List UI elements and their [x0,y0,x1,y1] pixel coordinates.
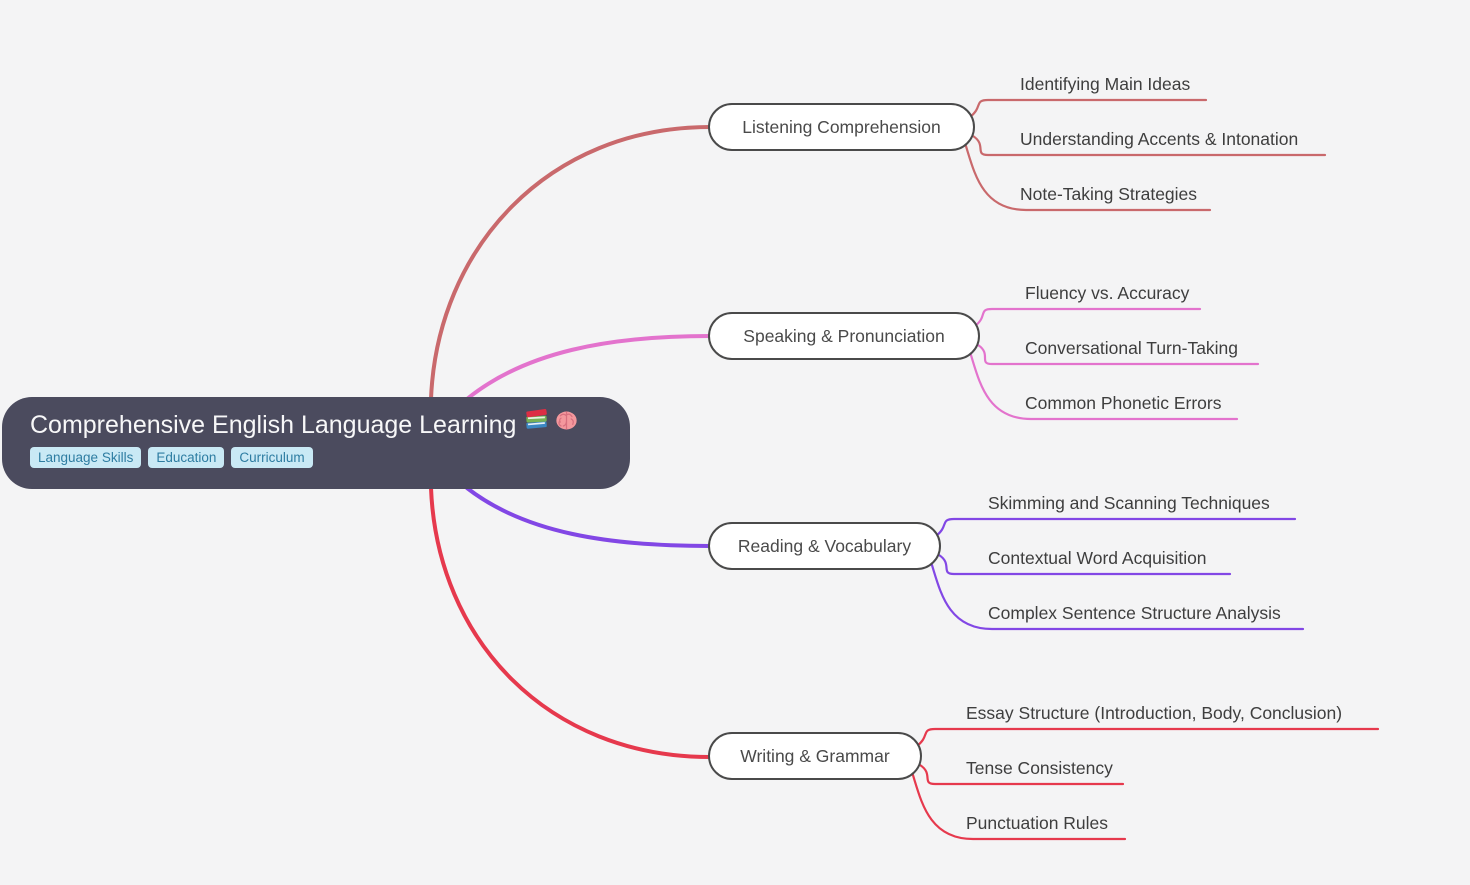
branch-node-listening-comprehension[interactable]: Listening Comprehension [708,103,975,151]
child-link-turn-taking [976,343,1260,366]
tag-education: Education [148,447,225,468]
child-link-tense-consistency [918,763,1125,786]
child-link-skimming-scanning [934,517,1297,538]
child-link-essay-structure [915,727,1380,748]
root-title: Comprehensive English Language Learning [30,406,602,443]
child-link-contextual-word [937,553,1232,576]
child-topic-punctuation-rules[interactable]: Punctuation Rules [966,813,1109,833]
child-link-understanding-accents [971,134,1327,157]
child-topic-contextual-word[interactable]: Contextual Word Acquisition [988,548,1207,568]
root-node[interactable]: Comprehensive English Language Learning [2,397,630,489]
child-link-note-taking [963,141,1212,212]
tag-language-skills: Language Skills [30,447,142,468]
child-link-complex-sentence [929,560,1305,631]
child-topic-note-taking[interactable]: Note-Taking Strategies [1020,184,1198,204]
root-tags: Language Skills Education Curriculum [30,447,602,468]
root-title-text: Comprehensive English Language Learning [30,410,517,439]
child-link-phonetic-errors [968,350,1239,421]
child-topic-fluency-accuracy[interactable]: Fluency vs. Accuracy [1025,283,1190,303]
branch-curve-listening [429,125,712,401]
child-topic-turn-taking[interactable]: Conversational Turn-Taking [1025,338,1239,358]
branch-label: Reading & Vocabulary [737,535,912,556]
child-link-fluency-accuracy [973,307,1202,328]
child-topic-identifying-main-ideas[interactable]: Identifying Main Ideas [1020,74,1191,94]
child-link-punctuation-rules [910,770,1127,841]
branch-label: Speaking & Pronunciation [743,325,945,346]
child-topic-skimming-scanning[interactable]: Skimming and Scanning Techniques [988,493,1270,513]
branch-curve-writing [429,486,712,759]
branch-node-writing-grammar[interactable]: Writing & Grammar [708,732,922,780]
books-icon [523,406,550,443]
tag-curriculum: Curriculum [231,447,313,468]
child-topic-understanding-accents[interactable]: Understanding Accents & Intonation [1020,129,1299,149]
branch-curve-reading [465,486,712,548]
branch-node-speaking-pronunciation[interactable]: Speaking & Pronunciation [708,312,980,360]
root-title-icons [523,406,579,443]
branch-curve-speaking [465,334,712,401]
child-topic-complex-sentence[interactable]: Complex Sentence Structure Analysis [988,603,1281,623]
child-topic-phonetic-errors[interactable]: Common Phonetic Errors [1025,393,1222,413]
branch-node-reading-vocabulary[interactable]: Reading & Vocabulary [708,522,941,570]
branch-label: Listening Comprehension [742,116,941,137]
child-topic-tense-consistency[interactable]: Tense Consistency [966,758,1113,778]
branch-label: Writing & Grammar [740,745,890,766]
brain-icon [554,407,579,443]
child-link-identifying-main-ideas [968,98,1208,119]
child-topic-essay-structure[interactable]: Essay Structure (Introduction, Body, Con… [966,703,1343,723]
